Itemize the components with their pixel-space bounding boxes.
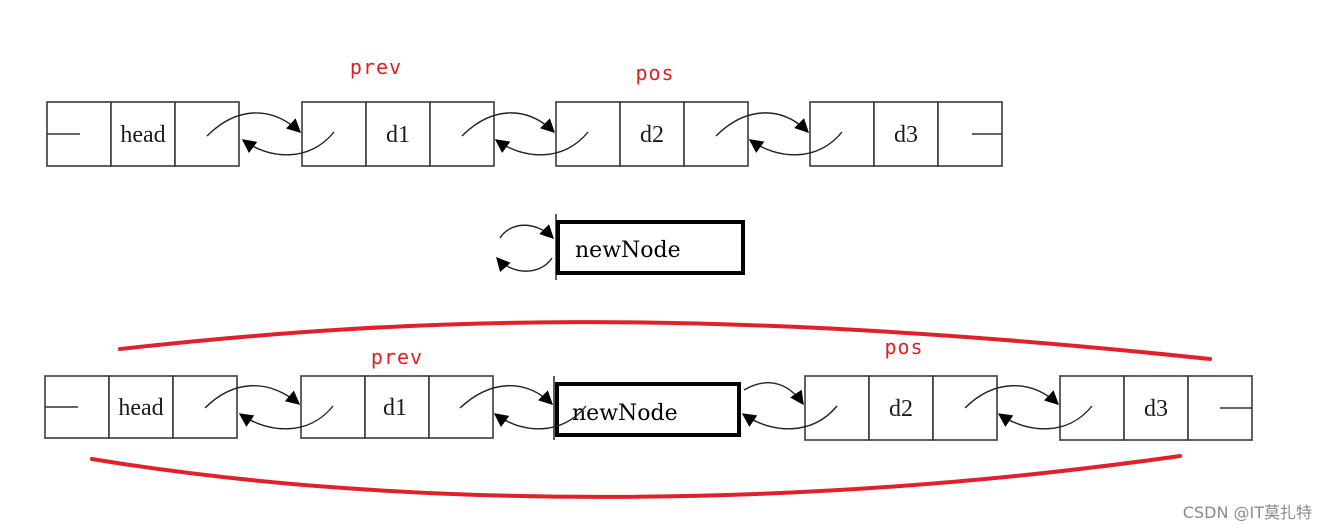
node-label: d2 xyxy=(640,122,664,148)
node-label: head xyxy=(118,395,163,421)
top-row: head d1 d2 d3 xyxy=(46,55,1003,167)
node-d2-bottom: d2 xyxy=(804,375,998,441)
new-node-label: newNode xyxy=(575,238,681,263)
watermark: CSDN @IT莫扎特 xyxy=(1182,503,1312,522)
red-curve-lower xyxy=(90,454,1182,499)
node-label: head xyxy=(120,122,165,148)
pos-label-top: pos xyxy=(635,61,674,85)
red-curve-upper xyxy=(118,320,1212,361)
node-d3-top: d3 xyxy=(809,101,1003,167)
node-label: d2 xyxy=(889,396,913,422)
node-label: d1 xyxy=(383,395,407,421)
links-top xyxy=(206,112,843,156)
node-head-top: head xyxy=(46,101,240,167)
node-label: d3 xyxy=(1144,396,1168,422)
node-label: d1 xyxy=(386,122,410,148)
node-d2-top: d2 xyxy=(555,101,749,167)
node-head-bottom: head xyxy=(44,375,238,439)
prev-label-top: prev xyxy=(350,55,402,79)
pos-label-bottom: pos xyxy=(884,335,923,359)
node-d1-top: d1 xyxy=(301,101,495,167)
standalone-new-node: newNode xyxy=(496,214,745,280)
links-bottom xyxy=(204,382,1093,430)
node-label: d3 xyxy=(894,122,918,148)
bottom-row: head d1 newNode d2 d3 xyxy=(44,335,1253,441)
node-d1-bottom: d1 xyxy=(300,375,494,439)
node-label: newNode xyxy=(572,401,678,426)
node-d3-bottom: d3 xyxy=(1059,375,1253,441)
node-newnode-bottom: newNode xyxy=(553,376,741,440)
prev-label-bottom: prev xyxy=(371,345,423,369)
